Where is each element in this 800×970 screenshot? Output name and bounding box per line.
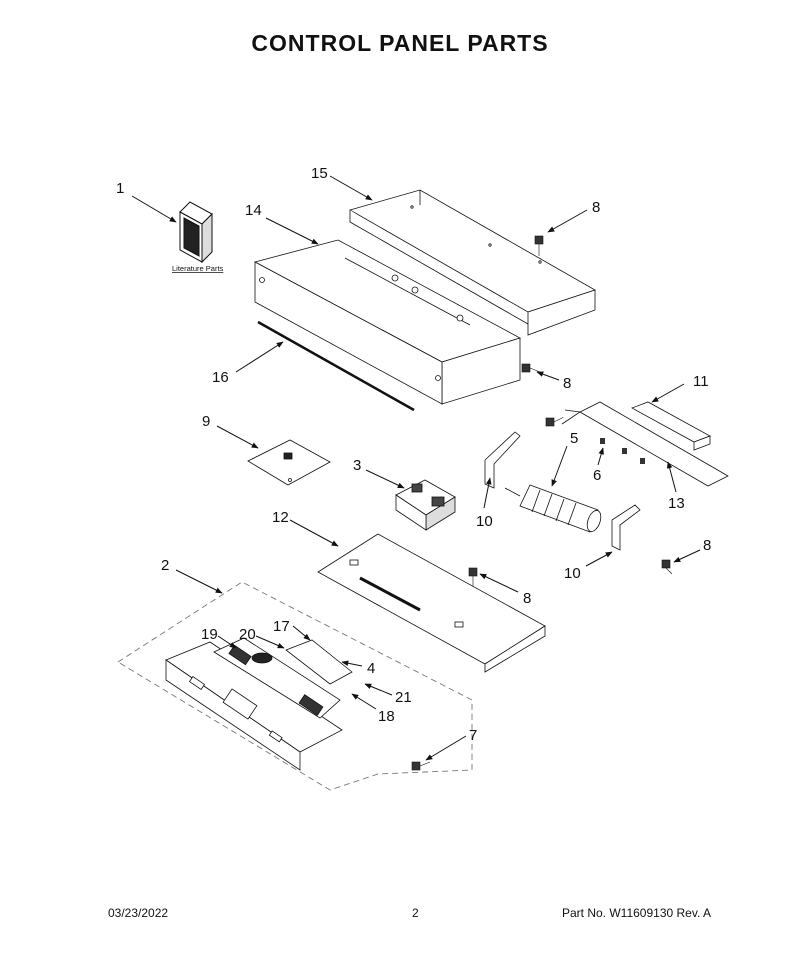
callout-label: 3 bbox=[353, 457, 361, 474]
callout-label: 2 bbox=[161, 557, 169, 574]
callout-label: 11 bbox=[693, 373, 709, 390]
callout-label: 10 bbox=[564, 565, 581, 582]
base-tray-part bbox=[317, 533, 546, 673]
top-cover-part bbox=[348, 189, 596, 336]
callout-label: 16 bbox=[212, 369, 229, 386]
callout-label: 21 bbox=[395, 689, 412, 706]
callout-label: 20 bbox=[239, 626, 256, 643]
callout-label: 1 bbox=[116, 180, 124, 197]
footer-part-number: Part No. W11609130 Rev. A bbox=[562, 906, 711, 920]
callout-label: 12 bbox=[272, 509, 289, 526]
callout-labels: 1 15 8 14 16 8 11 9 5 3 6 10 13 12 8 10 … bbox=[116, 165, 711, 744]
control-board-part bbox=[213, 637, 353, 719]
footer-page-number: 2 bbox=[412, 906, 419, 920]
cooling-fan-part bbox=[504, 484, 602, 533]
vent-bracket-part bbox=[561, 401, 729, 487]
page-title: CONTROL PANEL PARTS bbox=[251, 30, 549, 56]
trim-strip-part bbox=[257, 320, 415, 412]
screw-part bbox=[411, 235, 673, 771]
callout-label: 15 bbox=[311, 165, 328, 182]
callout-label: 5 bbox=[570, 430, 578, 447]
callout-label: 13 bbox=[668, 495, 685, 512]
callout-label: 6 bbox=[593, 467, 601, 484]
callout-label: 10 bbox=[476, 513, 493, 530]
mount-bracket-part bbox=[484, 431, 641, 551]
callout-label: 8 bbox=[523, 590, 531, 607]
literature-parts-booklet bbox=[179, 201, 213, 264]
electronic-module-part bbox=[395, 479, 456, 531]
callout-label: 18 bbox=[378, 708, 395, 725]
callout-label: 7 bbox=[469, 727, 477, 744]
callout-label: 4 bbox=[367, 660, 375, 677]
callout-label: 19 bbox=[201, 626, 218, 643]
callout-label: 8 bbox=[592, 199, 600, 216]
callout-label: 8 bbox=[563, 375, 571, 392]
console-panel-part bbox=[165, 641, 343, 771]
callout-leader-lines bbox=[131, 175, 701, 761]
wire-connector-part bbox=[600, 438, 645, 464]
control-housing-part bbox=[253, 239, 522, 405]
footer-date: 03/23/2022 bbox=[108, 906, 169, 920]
callout-label: 9 bbox=[202, 413, 210, 430]
callout-label: 17 bbox=[273, 618, 290, 635]
control-panel-assembly-outline bbox=[117, 581, 473, 791]
callout-label: 8 bbox=[703, 537, 711, 554]
callout-label: 14 bbox=[245, 202, 262, 219]
literature-parts-label: Literature Parts bbox=[172, 264, 224, 273]
insulation-plate-part bbox=[247, 439, 331, 486]
